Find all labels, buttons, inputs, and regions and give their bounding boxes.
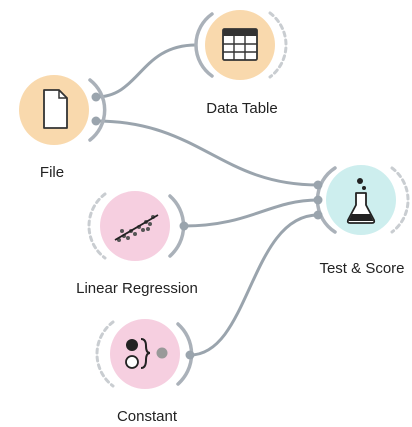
output-channel-arc-inactive bbox=[390, 166, 410, 234]
widget-constant-body[interactable] bbox=[110, 319, 180, 389]
input-channel-arc-inactive bbox=[95, 320, 115, 388]
widget-constant[interactable]: Constant bbox=[95, 319, 195, 425]
widget-linear-regression-body[interactable] bbox=[100, 191, 170, 261]
file-icon bbox=[43, 89, 68, 129]
input-anchor[interactable] bbox=[313, 195, 323, 205]
link-file-to-data-table[interactable] bbox=[94, 43, 198, 99]
regression-icon bbox=[114, 214, 159, 242]
output-channel-arc bbox=[88, 78, 107, 142]
widget-linear-regression[interactable]: Linear Regression bbox=[76, 191, 198, 297]
widget-label: File bbox=[40, 164, 64, 181]
output-anchor[interactable] bbox=[185, 350, 195, 360]
input-anchor[interactable] bbox=[313, 210, 323, 220]
constant-icon bbox=[125, 338, 168, 369]
widget-file[interactable]: File bbox=[19, 75, 107, 181]
widget-label: Constant bbox=[117, 408, 178, 425]
table-icon bbox=[222, 28, 258, 61]
widget-label: Linear Regression bbox=[76, 280, 198, 297]
input-anchor[interactable] bbox=[313, 180, 323, 190]
output-anchor[interactable] bbox=[91, 116, 101, 126]
output-anchor[interactable] bbox=[91, 92, 101, 102]
output-channel-arc-inactive bbox=[268, 11, 288, 79]
widget-label: Test & Score bbox=[319, 260, 404, 277]
widget-data-table[interactable]: Data Table bbox=[194, 10, 288, 117]
flask-icon bbox=[346, 178, 376, 224]
link-constant-to-test-score[interactable] bbox=[188, 213, 320, 357]
link-file-to-test-score[interactable] bbox=[94, 119, 320, 187]
output-anchor[interactable] bbox=[179, 221, 189, 231]
input-channel-arc-inactive bbox=[87, 192, 107, 260]
input-channel-arc bbox=[194, 12, 214, 78]
link-linear-regression-to-test-score[interactable] bbox=[182, 198, 320, 228]
widget-label: Data Table bbox=[206, 100, 277, 117]
widget-test-score[interactable]: Test & Score bbox=[313, 165, 410, 277]
